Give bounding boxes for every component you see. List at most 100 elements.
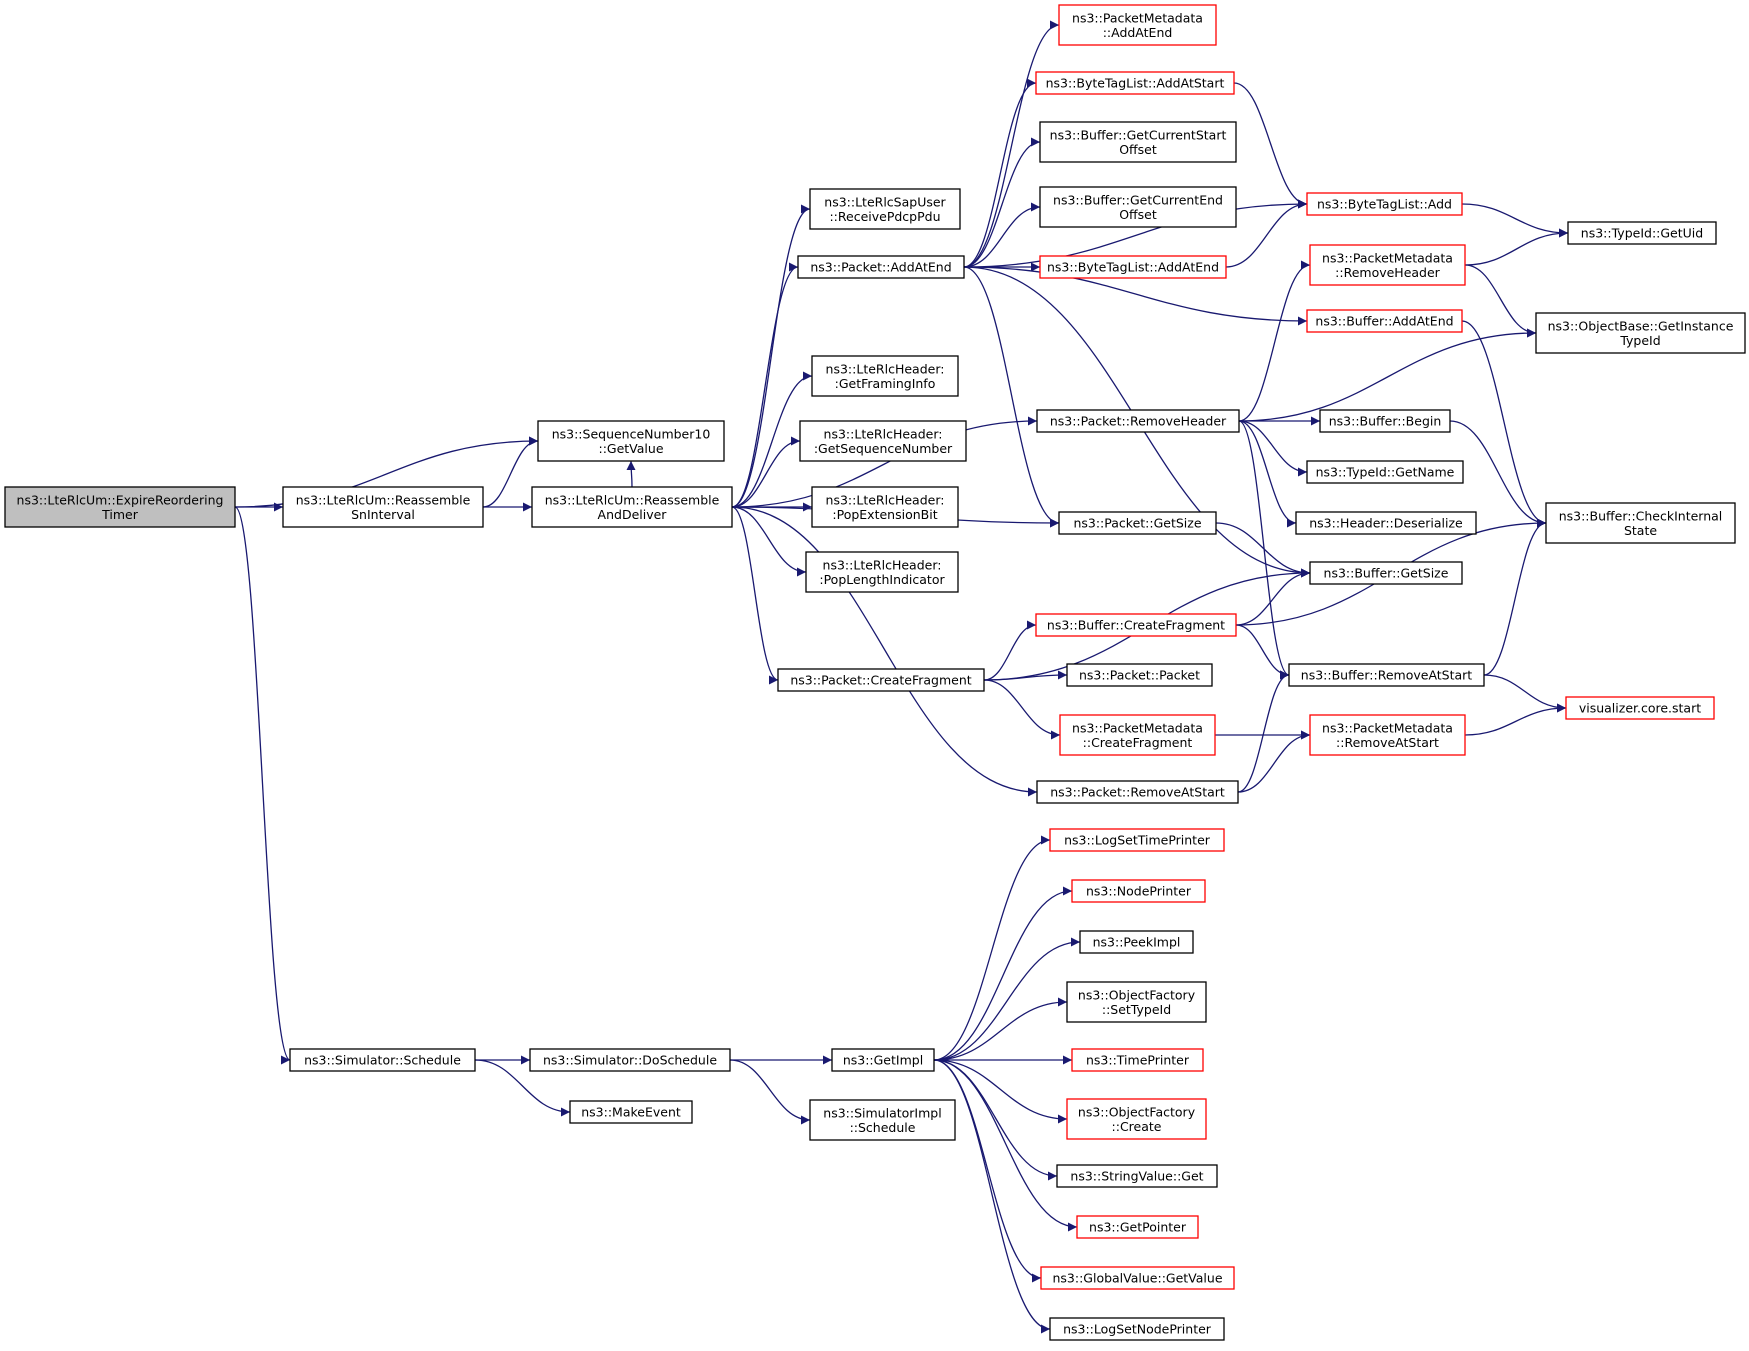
node-box[interactable] [1309, 714, 1466, 756]
node-box[interactable] [282, 486, 484, 528]
function-node[interactable]: ns3::Packet::RemoveHeader [1036, 409, 1240, 433]
node-box[interactable] [529, 1048, 731, 1072]
function-node[interactable]: ns3::LteRlcHeader::GetFramingInfo [811, 355, 959, 397]
function-node[interactable]: ns3::PeekImpl [1079, 930, 1194, 954]
node-box[interactable] [1058, 511, 1217, 535]
node-box[interactable] [799, 420, 967, 462]
node-box[interactable] [1066, 663, 1213, 687]
function-node[interactable]: ns3::Packet::CreateFragment [777, 668, 985, 692]
function-node[interactable]: ns3::ObjectFactory::SetTypeId [1066, 981, 1207, 1023]
function-node[interactable]: ns3::PacketMetadata::RemoveHeader [1309, 244, 1466, 286]
node-box[interactable] [797, 255, 965, 279]
function-node[interactable]: ns3::Buffer::Begin [1319, 409, 1451, 433]
node-box[interactable] [1056, 1164, 1218, 1188]
function-node[interactable]: ns3::ObjectFactory::Create [1066, 1098, 1207, 1140]
function-node[interactable]: ns3::ByteTagList::Add [1306, 192, 1463, 216]
function-node[interactable]: ns3::LteRlcHeader::PopLengthIndicator [805, 551, 959, 593]
function-node[interactable]: ns3::Buffer::CreateFragment [1035, 613, 1237, 637]
node-box[interactable] [569, 1100, 693, 1124]
node-box[interactable] [1565, 696, 1715, 720]
node-box[interactable] [1306, 460, 1464, 484]
node-box[interactable] [289, 1048, 476, 1072]
function-node[interactable]: ns3::Simulator::DoSchedule [529, 1048, 731, 1072]
node-box[interactable] [1319, 409, 1451, 433]
node-box[interactable] [1295, 511, 1477, 535]
function-node[interactable]: ns3::LogSetTimePrinter [1049, 828, 1225, 852]
node-box[interactable] [1535, 312, 1746, 354]
function-node[interactable]: ns3::Packet::Packet [1066, 663, 1213, 687]
function-node[interactable]: ns3::TypeId::GetName [1306, 460, 1464, 484]
node-box[interactable] [1306, 309, 1463, 333]
function-node[interactable]: ns3::TimePrinter [1071, 1048, 1204, 1072]
node-box[interactable] [1066, 981, 1207, 1023]
node-box[interactable] [1049, 1317, 1225, 1341]
node-box[interactable] [1039, 255, 1227, 279]
function-node[interactable]: ns3::SimulatorImpl::Schedule [809, 1099, 956, 1141]
node-box[interactable] [831, 1048, 935, 1072]
node-box[interactable] [1076, 1215, 1199, 1239]
function-node[interactable]: ns3::Packet::GetSize [1058, 511, 1217, 535]
function-node[interactable]: ns3::Packet::RemoveAtStart [1036, 780, 1239, 804]
node-box[interactable] [1039, 121, 1237, 163]
function-node[interactable]: ns3::LteRlcSapUser::ReceivePdcpPdu [809, 188, 961, 230]
function-node[interactable]: ns3::LogSetNodePrinter [1049, 1317, 1225, 1341]
function-node[interactable]: ns3::Simulator::Schedule [289, 1048, 476, 1072]
function-node[interactable]: ns3::TypeId::GetUid [1567, 221, 1717, 245]
node-box[interactable] [531, 486, 733, 528]
function-node[interactable]: ns3::GetPointer [1076, 1215, 1199, 1239]
function-node[interactable]: ns3::NodePrinter [1071, 879, 1206, 903]
node-box[interactable] [1309, 244, 1466, 286]
function-node[interactable]: ns3::PacketMetadata::AddAtEnd [1058, 4, 1217, 46]
function-node[interactable]: ns3::StringValue::Get [1056, 1164, 1218, 1188]
node-box[interactable] [777, 668, 985, 692]
node-box[interactable] [1035, 71, 1235, 95]
function-node[interactable]: ns3::PacketMetadata::CreateFragment [1059, 714, 1216, 756]
function-node[interactable]: ns3::GetImpl [831, 1048, 935, 1072]
node-box[interactable] [1039, 186, 1237, 228]
function-node[interactable]: ns3::LteRlcHeader::GetSequenceNumber [799, 420, 967, 462]
node-box[interactable] [1059, 714, 1216, 756]
node-box[interactable] [811, 355, 959, 397]
function-node[interactable]: ns3::Header::Deserialize [1295, 511, 1477, 535]
node-box[interactable] [1545, 502, 1736, 544]
node-box[interactable] [1040, 1266, 1235, 1290]
function-node[interactable]: ns3::Buffer::AddAtEnd [1306, 309, 1463, 333]
function-node[interactable]: ns3::SequenceNumber10::GetValue [537, 420, 725, 462]
function-node[interactable]: ns3::Packet::AddAtEnd [797, 255, 965, 279]
function-node[interactable]: ns3::MakeEvent [569, 1100, 693, 1124]
node-box[interactable] [1288, 663, 1485, 687]
function-node[interactable]: visualizer.core.start [1565, 696, 1715, 720]
function-node[interactable]: ns3::LteRlcHeader::PopExtensionBit [811, 486, 959, 528]
node-box[interactable] [1066, 1098, 1207, 1140]
node-box[interactable] [1071, 879, 1206, 903]
node-box[interactable] [4, 486, 236, 528]
node-box[interactable] [1306, 192, 1463, 216]
function-node[interactable]: ns3::Buffer::RemoveAtStart [1288, 663, 1485, 687]
node-box[interactable] [1567, 221, 1717, 245]
node-box[interactable] [1309, 561, 1463, 585]
function-node[interactable]: ns3::Buffer::GetSize [1309, 561, 1463, 585]
node-box[interactable] [1049, 828, 1225, 852]
function-node[interactable]: ns3::PacketMetadata::RemoveAtStart [1309, 714, 1466, 756]
node-box[interactable] [809, 1099, 956, 1141]
node-box[interactable] [1058, 4, 1217, 46]
node-box[interactable] [811, 486, 959, 528]
node-box[interactable] [1071, 1048, 1204, 1072]
node-box[interactable] [809, 188, 961, 230]
node-box[interactable] [1036, 780, 1239, 804]
node-box[interactable] [1036, 409, 1240, 433]
function-node[interactable]: ns3::GlobalValue::GetValue [1040, 1266, 1235, 1290]
node-box[interactable] [805, 551, 959, 593]
node-box[interactable] [1035, 613, 1237, 637]
node-box[interactable] [1079, 930, 1194, 954]
function-node[interactable]: ns3::ByteTagList::AddAtEnd [1039, 255, 1227, 279]
function-node[interactable]: ns3::ByteTagList::AddAtStart [1035, 71, 1235, 95]
node-box[interactable] [537, 420, 725, 462]
